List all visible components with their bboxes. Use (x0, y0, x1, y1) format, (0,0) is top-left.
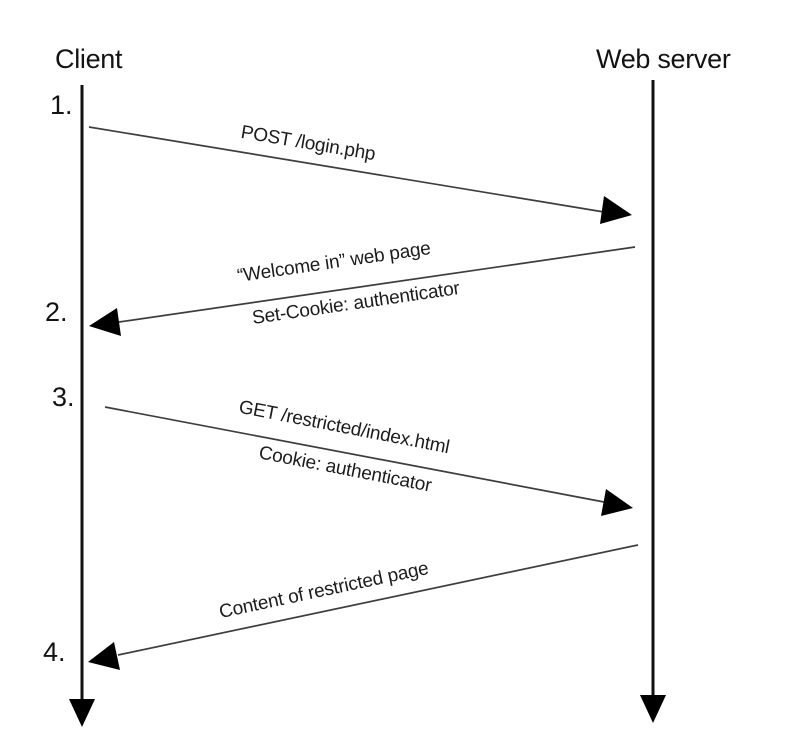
actor-label-web-server: Web server (596, 44, 731, 74)
message-4-line (117, 544, 639, 656)
step-number-2: 2. (45, 297, 68, 327)
message-2-line (118, 246, 636, 323)
message-1-arrowhead-icon (600, 196, 632, 224)
step-number-3: 3. (52, 382, 75, 412)
server-lifeline-arrowhead-icon (640, 695, 666, 723)
message-3-line (104, 406, 605, 503)
step-number-1: 1. (50, 90, 73, 120)
message-4-arrowhead-icon (88, 642, 120, 670)
client-lifeline-arrowhead-icon (69, 699, 95, 727)
step-number-4: 4. (43, 637, 66, 667)
message-1-line (88, 126, 605, 213)
message-3-arrowhead-icon (601, 489, 633, 516)
message-2-arrowhead-icon (89, 308, 121, 336)
actor-label-client: Client (55, 44, 123, 74)
